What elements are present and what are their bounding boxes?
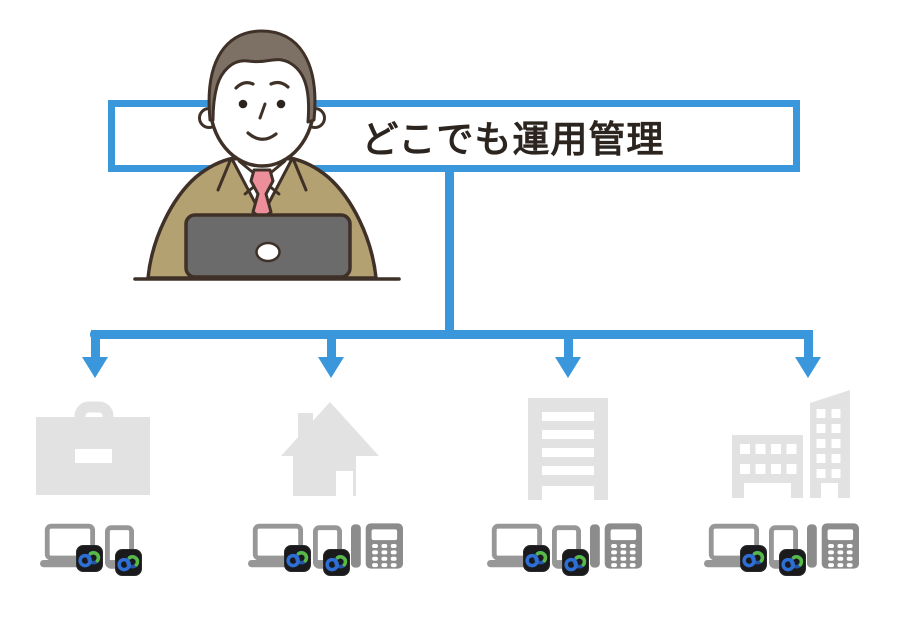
connector-stem xyxy=(445,165,454,335)
arrow-down-icon xyxy=(555,357,581,378)
desk-phone-icon xyxy=(351,523,403,569)
laptop-icon xyxy=(704,523,767,572)
city-buildings-icon xyxy=(732,390,850,498)
office-building-icon xyxy=(528,398,608,500)
laptop-icon xyxy=(40,523,103,572)
connector-arrow-2 xyxy=(318,330,344,378)
connector-arrow-3 xyxy=(555,330,581,378)
webex-app-icon xyxy=(523,545,550,572)
device-group-1 xyxy=(40,523,142,576)
device-group-3 xyxy=(487,523,642,576)
device-group-2 xyxy=(248,523,403,576)
smartphone-icon xyxy=(105,525,142,576)
webex-app-icon xyxy=(284,545,311,572)
webex-app-icon xyxy=(76,545,103,572)
connector-arrow-1 xyxy=(82,330,108,378)
banner-title: どこでも運用管理 xyxy=(361,119,665,160)
webex-app-icon xyxy=(779,549,806,576)
laptop-icon xyxy=(248,523,311,572)
arrow-down-icon xyxy=(795,357,821,378)
smartphone-icon xyxy=(769,525,806,576)
arrow-down-icon xyxy=(318,357,344,378)
administrator-illustration xyxy=(133,29,401,281)
webex-app-icon xyxy=(740,545,767,572)
briefcase-icon xyxy=(36,401,150,495)
arrow-down-icon xyxy=(82,357,108,378)
webex-app-icon xyxy=(323,549,350,576)
connector-horizontal-bar xyxy=(90,330,813,339)
connector-arrow-4 xyxy=(795,330,821,378)
webex-app-icon xyxy=(115,549,142,576)
device-group-4 xyxy=(704,523,859,576)
smartphone-icon xyxy=(313,525,350,576)
smartphone-icon xyxy=(552,525,589,576)
desk-phone-icon xyxy=(590,523,642,569)
desk-phone-icon xyxy=(807,523,859,569)
house-icon xyxy=(281,402,379,496)
laptop-icon xyxy=(487,523,550,572)
webex-app-icon xyxy=(562,549,589,576)
